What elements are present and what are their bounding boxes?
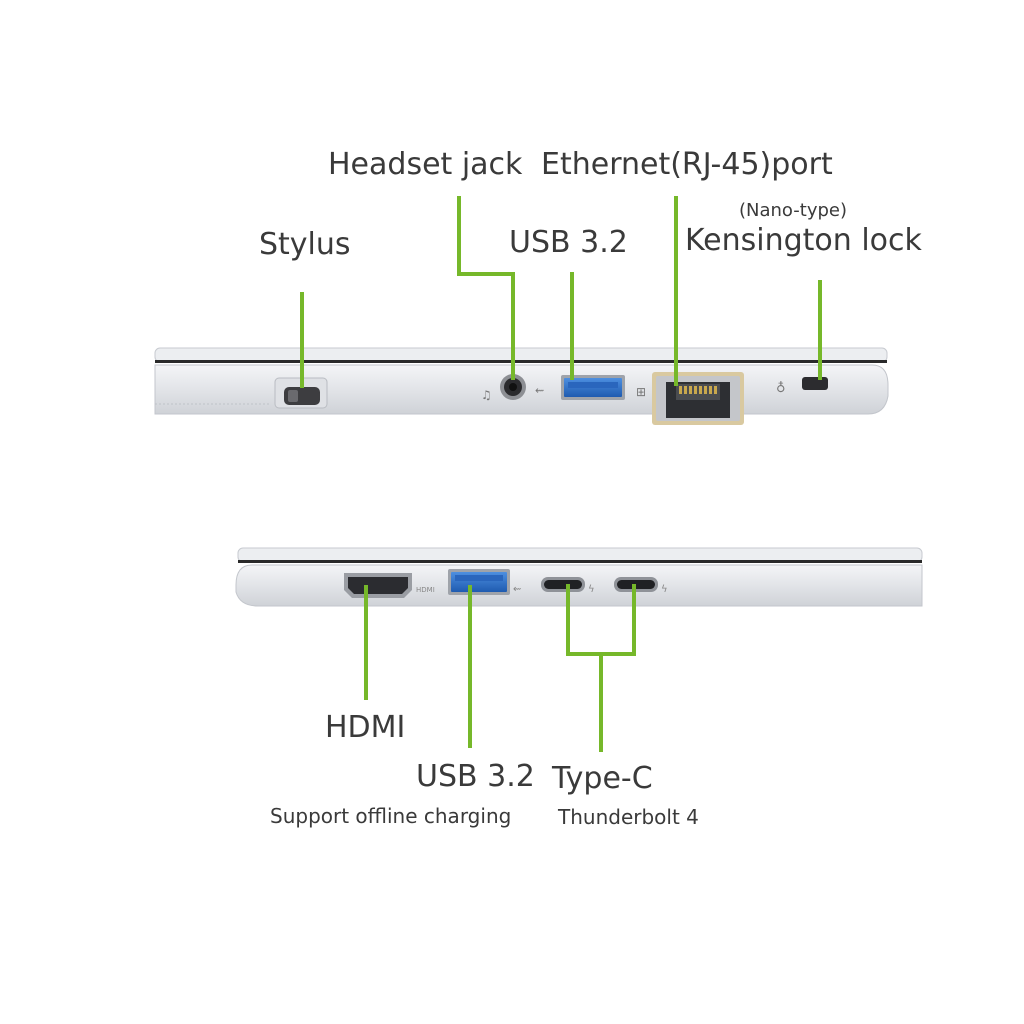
headset-jack-label: Headset jack <box>328 147 523 182</box>
ethernet-label: Ethernet(RJ-45)port <box>541 147 833 182</box>
right-side-chassis <box>235 547 923 607</box>
typec-label: Type-C <box>552 761 653 796</box>
hdmi-label: HDMI <box>325 710 406 745</box>
stylus-label: Stylus <box>259 227 351 262</box>
usb-top-label: USB 3.2 <box>509 225 628 260</box>
usb-bottom-label: USB 3.2 <box>416 759 535 794</box>
ethernet-port: ⊞ <box>636 372 744 425</box>
usb-bottom-note: Support offline charging <box>270 804 512 828</box>
hdmi-port: HDMI <box>344 573 435 598</box>
svg-text:⇜: ⇜ <box>513 584 521 595</box>
svg-text:HDMI: HDMI <box>416 586 435 594</box>
svg-text:ϟ: ϟ <box>588 584 595 595</box>
typec-port-1: ϟ <box>541 577 595 595</box>
kensington-label: Kensington lock <box>685 223 922 258</box>
usb-top-port: ⇜ <box>535 375 625 400</box>
headset-callout <box>457 196 515 380</box>
headset-jack-port: ♫ <box>481 374 526 402</box>
kensington-note-label: (Nano-type) <box>739 200 847 221</box>
kensington-lock-slot: ♁ <box>776 377 828 396</box>
svg-text:♫: ♫ <box>481 388 492 402</box>
bottom-callout-lines <box>364 584 636 752</box>
typec-note: Thunderbolt 4 <box>558 805 699 829</box>
usb-bottom-port: ⇜ <box>448 569 521 595</box>
svg-text:⊞: ⊞ <box>636 385 646 399</box>
stylus-slot <box>284 387 320 405</box>
svg-text:♁: ♁ <box>776 381 786 396</box>
top-callout-lines <box>300 196 822 388</box>
svg-text:ϟ: ϟ <box>661 584 668 595</box>
svg-text:⇜: ⇜ <box>535 384 544 397</box>
